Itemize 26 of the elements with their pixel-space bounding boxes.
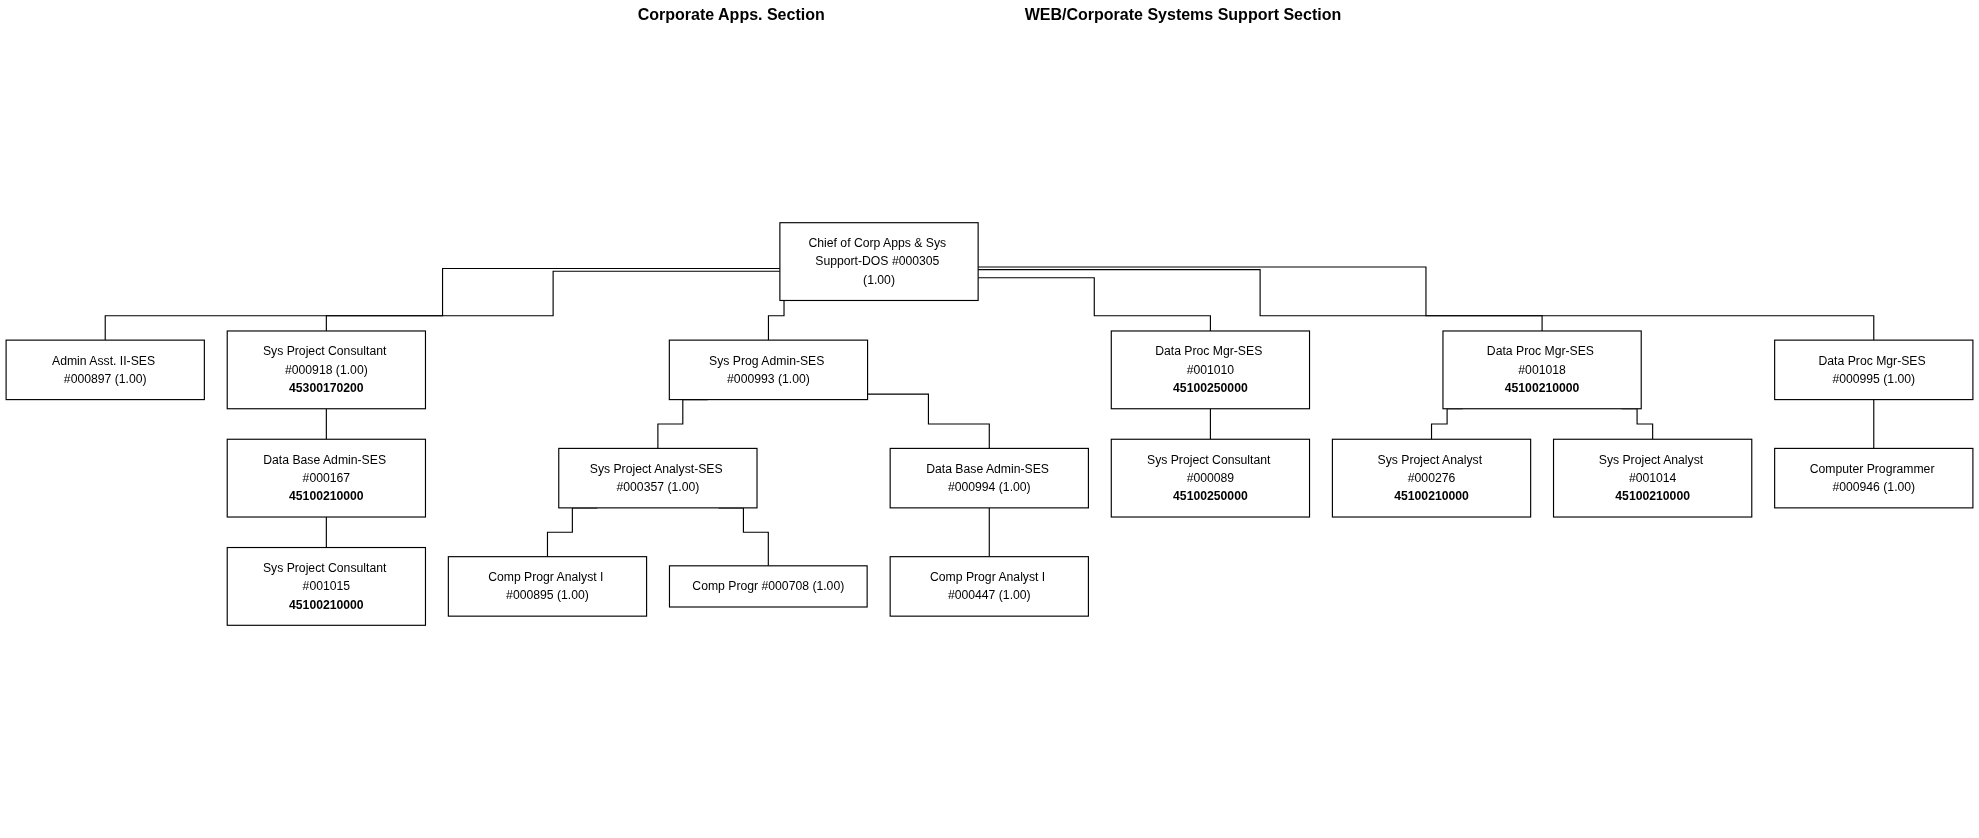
connector <box>1873 399 1875 449</box>
node-box: Comp Progr Analyst I #000895 (1.00) <box>447 556 648 617</box>
node-box: Data Proc Mgr-SES #000995 (1.00) <box>1774 339 1974 401</box>
node-box: Chief of Corp Apps & Sys Support-DOS #000305 (1.00) <box>779 222 979 302</box>
connector <box>325 408 327 440</box>
connector <box>325 516 327 549</box>
node-box: Computer Programmer #000946 (1.00) <box>1774 447 1974 509</box>
node-box: Data Base Admin-SES #000167 45100210000 <box>226 438 427 518</box>
node-box: Comp Progr Analyst I #000447 (1.00) <box>889 556 1089 617</box>
connector <box>867 393 990 449</box>
connector <box>988 507 990 558</box>
node-box: Sys Project Consultant #001015 45100210000 <box>226 546 427 626</box>
node-box: Admin Asst. II-SES #000897 (1.00) <box>5 339 205 401</box>
node-box: Sys Prog Admin-SES #000993 (1.00) <box>668 339 869 401</box>
node-box: Sys Project Consultant #000089 45100250000 <box>1110 438 1311 518</box>
node-box: Sys Project Analyst-SES #000357 (1.00) <box>558 447 758 509</box>
node-box: Sys Project Analyst #000276 45100210000 <box>1331 438 1532 518</box>
node-box: Data Proc Mgr-SES #001010 45100250000 <box>1110 330 1311 410</box>
connector <box>1209 408 1211 440</box>
node-box: Data Proc Mgr-SES #001018 45100210000 <box>1442 330 1642 410</box>
node-box: Sys Project Analyst #001014 45100210000 <box>1552 438 1753 518</box>
node-box: Data Base Admin-SES #000994 (1.00) <box>889 447 1089 509</box>
section-label: WEB/Corporate Systems Support Section <box>1024 6 1342 24</box>
node-box: Comp Progr #000708 (1.00) <box>668 565 868 608</box>
section-label: Corporate Apps. Section <box>637 6 825 24</box>
node-box: Sys Project Consultant #000918 (1.00) 45300170200 <box>226 330 427 410</box>
